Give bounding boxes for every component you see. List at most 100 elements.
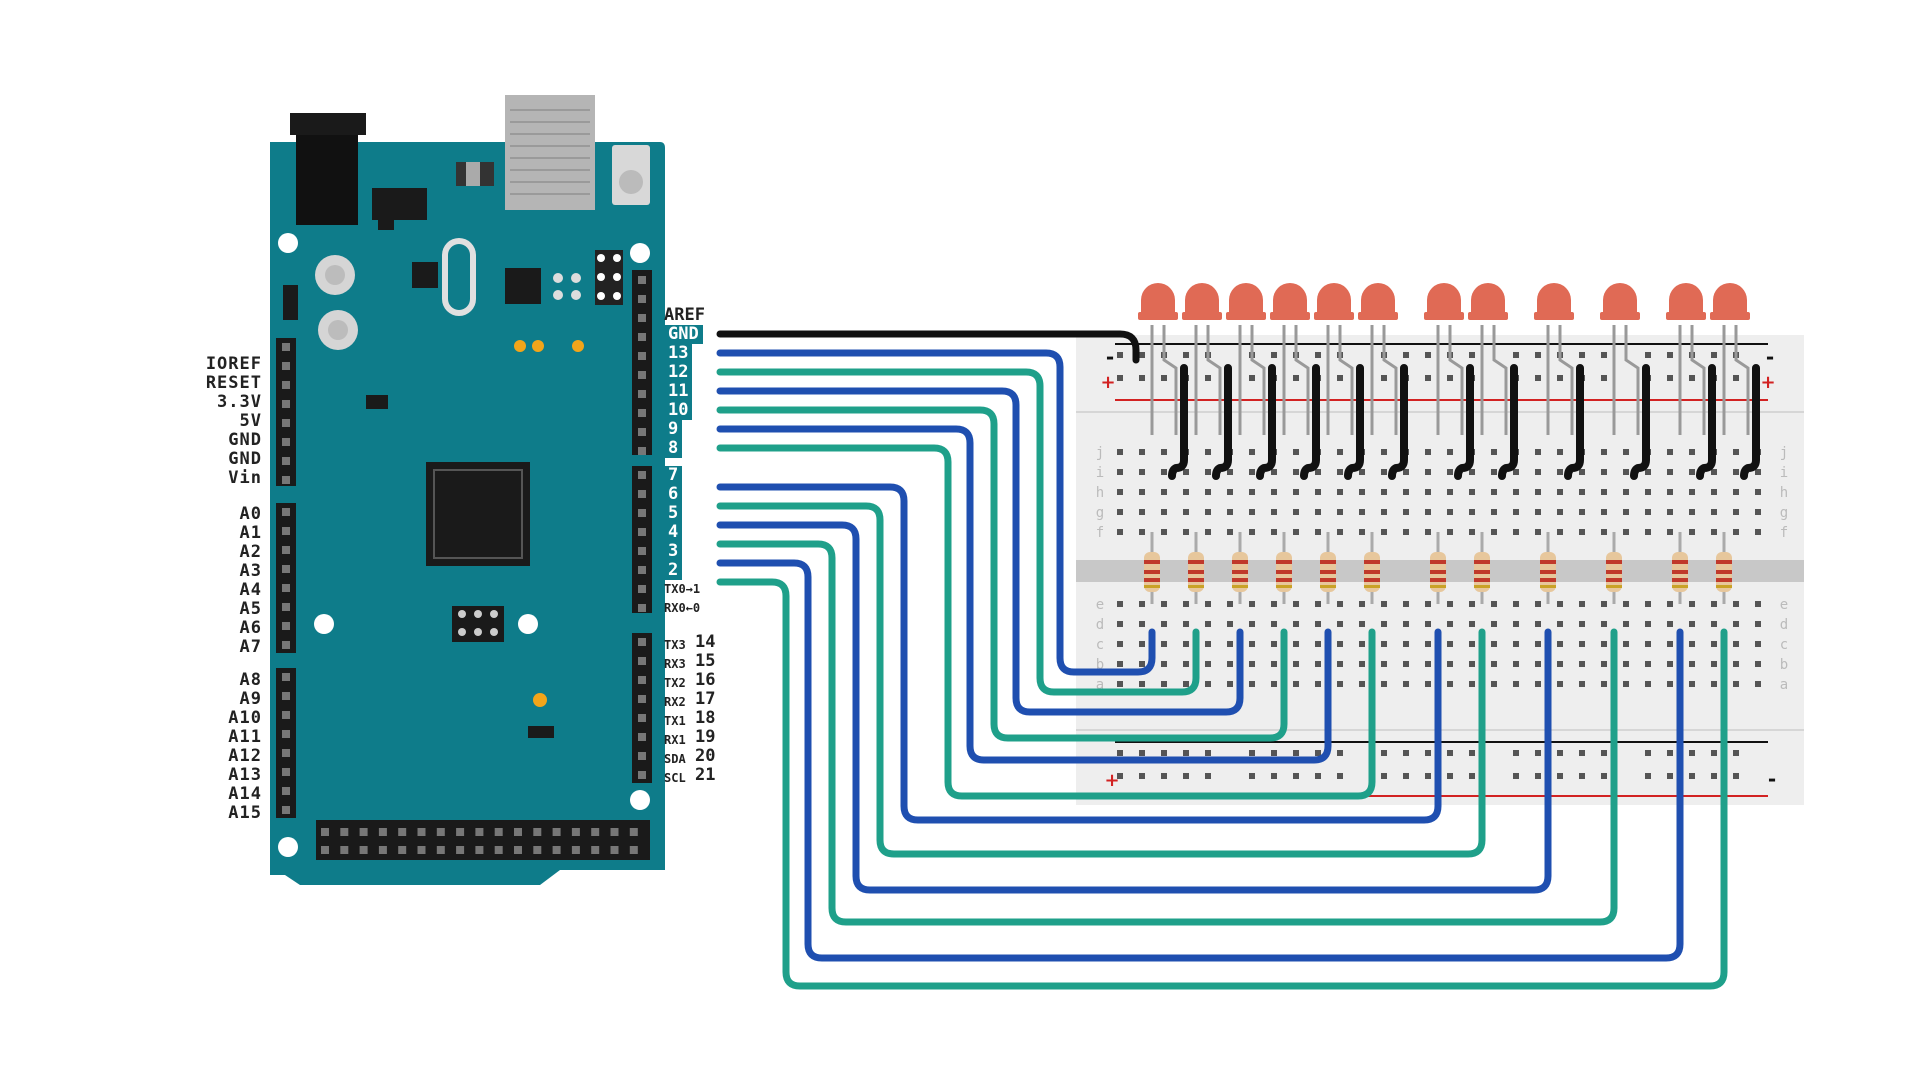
ground-jumper [1344,364,1364,480]
resistor-band [1188,560,1204,564]
resistor-band [1144,585,1160,588]
resistor-band [1430,570,1446,574]
led-rim [1226,312,1266,320]
resistor-band [1474,585,1490,588]
led-leg [1448,325,1464,435]
resistor-band [1320,585,1336,588]
comm-pin-tag: RX1 [664,733,686,747]
signal-wire-pin-2 [716,578,1728,990]
resistor-band [1276,560,1292,564]
analog-pin-label: A6 [239,618,262,638]
analog-pin-label: A10 [228,708,262,728]
microcontroller-chip [426,462,530,566]
power-pin-label: IOREF [205,354,262,374]
analog-pin-label: A7 [239,637,262,657]
led-leg [1250,325,1266,435]
row-letter: j [1780,445,1788,461]
ground-jumper [1256,364,1276,480]
resistor-band [1540,578,1556,582]
resistor-band [1188,570,1204,574]
resistor-band [1320,578,1336,582]
power-pin-label: 5V [239,411,262,431]
analog-pin-label: A11 [228,727,262,747]
analog-pin-label: A15 [228,803,262,823]
digital-pin-label: 11 [664,382,693,401]
digital-pin-label: AREF [664,305,705,325]
led-rim [1468,312,1508,320]
digital-pin-label: 2 [664,561,683,580]
row-letter: d [1780,617,1788,633]
resistor-band [1320,570,1336,574]
resistor-band [1276,570,1292,574]
led-leg [1558,325,1574,435]
led-rim [1182,312,1222,320]
led-body [1603,283,1637,315]
resistor-band [1672,570,1688,574]
resistor-band [1540,585,1556,588]
signal-wire-pin-8 [716,444,1376,800]
led-leg [1690,325,1706,435]
ground-jumper [1564,364,1584,480]
led-rim [1270,312,1310,320]
comm-pin-number: 17 [695,689,716,709]
power-jack [290,113,366,135]
led-body [1317,283,1351,315]
resistor-band [1364,570,1380,574]
digital-pin-label: TX0→1 [664,582,701,596]
comm-pin-number: 15 [695,651,716,671]
led-leg [1382,325,1398,435]
digital-pin-label: 13 [664,344,693,363]
signal-wire-pin-10 [716,406,1288,742]
row-letter: c [1780,637,1788,653]
row-letter: f [1780,525,1788,541]
resistor-band [1672,585,1688,588]
rail-minus-symbol: - [1106,345,1114,369]
ground-jumper [1454,364,1474,480]
signal-wire-pin-9 [716,425,1332,764]
signal-wire-pin-11 [716,387,1244,716]
led-body [1713,283,1747,315]
resistor-band [1606,560,1622,564]
led-leg [1492,325,1508,435]
usb-port [505,95,595,210]
resistor-band [1144,560,1160,564]
wires [716,330,1760,990]
power-pin-label: GND [228,430,262,450]
ground-jumper [1498,364,1518,480]
row-letter: i [1096,465,1104,481]
resistor-band [1606,570,1622,574]
leds [1138,283,1750,435]
resistor-band [1232,585,1248,588]
resistor-band [1276,578,1292,582]
resistor-band [1430,560,1446,564]
analog-pin-label: A0 [239,504,262,524]
rail-minus-symbol: - [1766,345,1774,369]
resistor-band [1540,560,1556,564]
led-rim [1358,312,1398,320]
row-letter: e [1096,597,1104,613]
analog-pin-label: A4 [239,580,262,600]
led-leg [1206,325,1222,435]
digital-pin-label: 5 [664,504,683,523]
comm-pin-number: 20 [695,746,716,766]
resistor-band [1716,560,1732,564]
resistor-band [1232,560,1248,564]
signal-wire-pin-12 [716,368,1200,696]
analog-pin-label: A1 [239,523,262,543]
ground-jumper [1696,364,1716,480]
resistor-band [1188,585,1204,588]
digital-header-top [632,270,652,455]
resistor-band [1144,578,1160,582]
resistor-band [1364,560,1380,564]
resistor-band [1430,585,1446,588]
row-letter: h [1780,485,1788,501]
analog-pin-label: A9 [239,689,262,709]
analog-pin-label: A5 [239,599,262,619]
led-rim [1600,312,1640,320]
ground-jumper [1300,364,1320,480]
resistor-band [1606,585,1622,588]
row-letter: b [1096,657,1104,673]
analog-pin-label: A2 [239,542,262,562]
resistor-band [1672,578,1688,582]
